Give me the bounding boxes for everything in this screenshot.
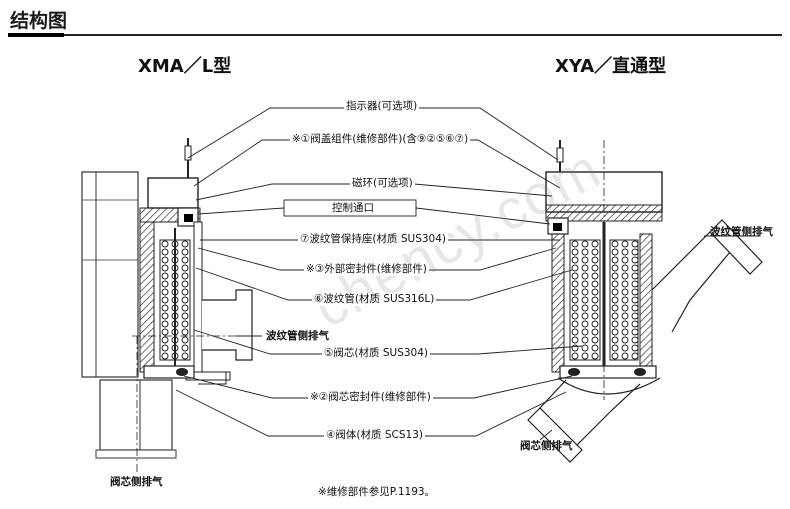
header-divider-accent (8, 33, 64, 37)
label-valve-exhaust-left: 阀芯侧排气 (110, 476, 163, 488)
model-title-left: XMA／L型 (138, 56, 232, 77)
callout-bellows: ⑥波纹管(材质 SUS316L) (312, 293, 437, 306)
model-title-right: XYA／直通型 (555, 56, 667, 77)
section-title: 结构图 (10, 10, 68, 32)
label-bellows-exhaust-right: 波纹管侧排气 (710, 226, 773, 238)
callout-valve-seal: ※②阀芯密封件(维修部件) (308, 391, 433, 404)
callout-bonnet-assembly: ※①阀盖组件(维修部件)(含⑨②⑤⑥⑦) (290, 133, 471, 146)
callout-valve-body: ④阀体(材质 SCS13) (324, 429, 425, 442)
callout-control-port: 控制通口 (330, 202, 376, 215)
callout-valve-plug: ⑤阀芯(材质 SUS304) (322, 347, 431, 360)
maintenance-footnote: ※维修部件参见P.1193。 (318, 486, 436, 498)
header-divider (8, 34, 782, 36)
label-valve-exhaust-right: 阀芯侧排气 (520, 440, 573, 452)
valve-right-xya (527, 140, 763, 463)
callout-bellows-holder: ⑦波纹管保持座(材质 SUS304) (298, 233, 448, 246)
callout-external-seal: ※③外部密封件(维修部件) (304, 263, 429, 276)
section-header: 结构图 (8, 4, 782, 38)
label-bellows-exhaust-left: 波纹管侧排气 (266, 330, 329, 342)
callout-indicator: 指示器(可选项) (344, 100, 420, 113)
callout-magnet-ring: 磁环(可选项) (350, 177, 415, 190)
valve-left-xma (81, 138, 262, 475)
